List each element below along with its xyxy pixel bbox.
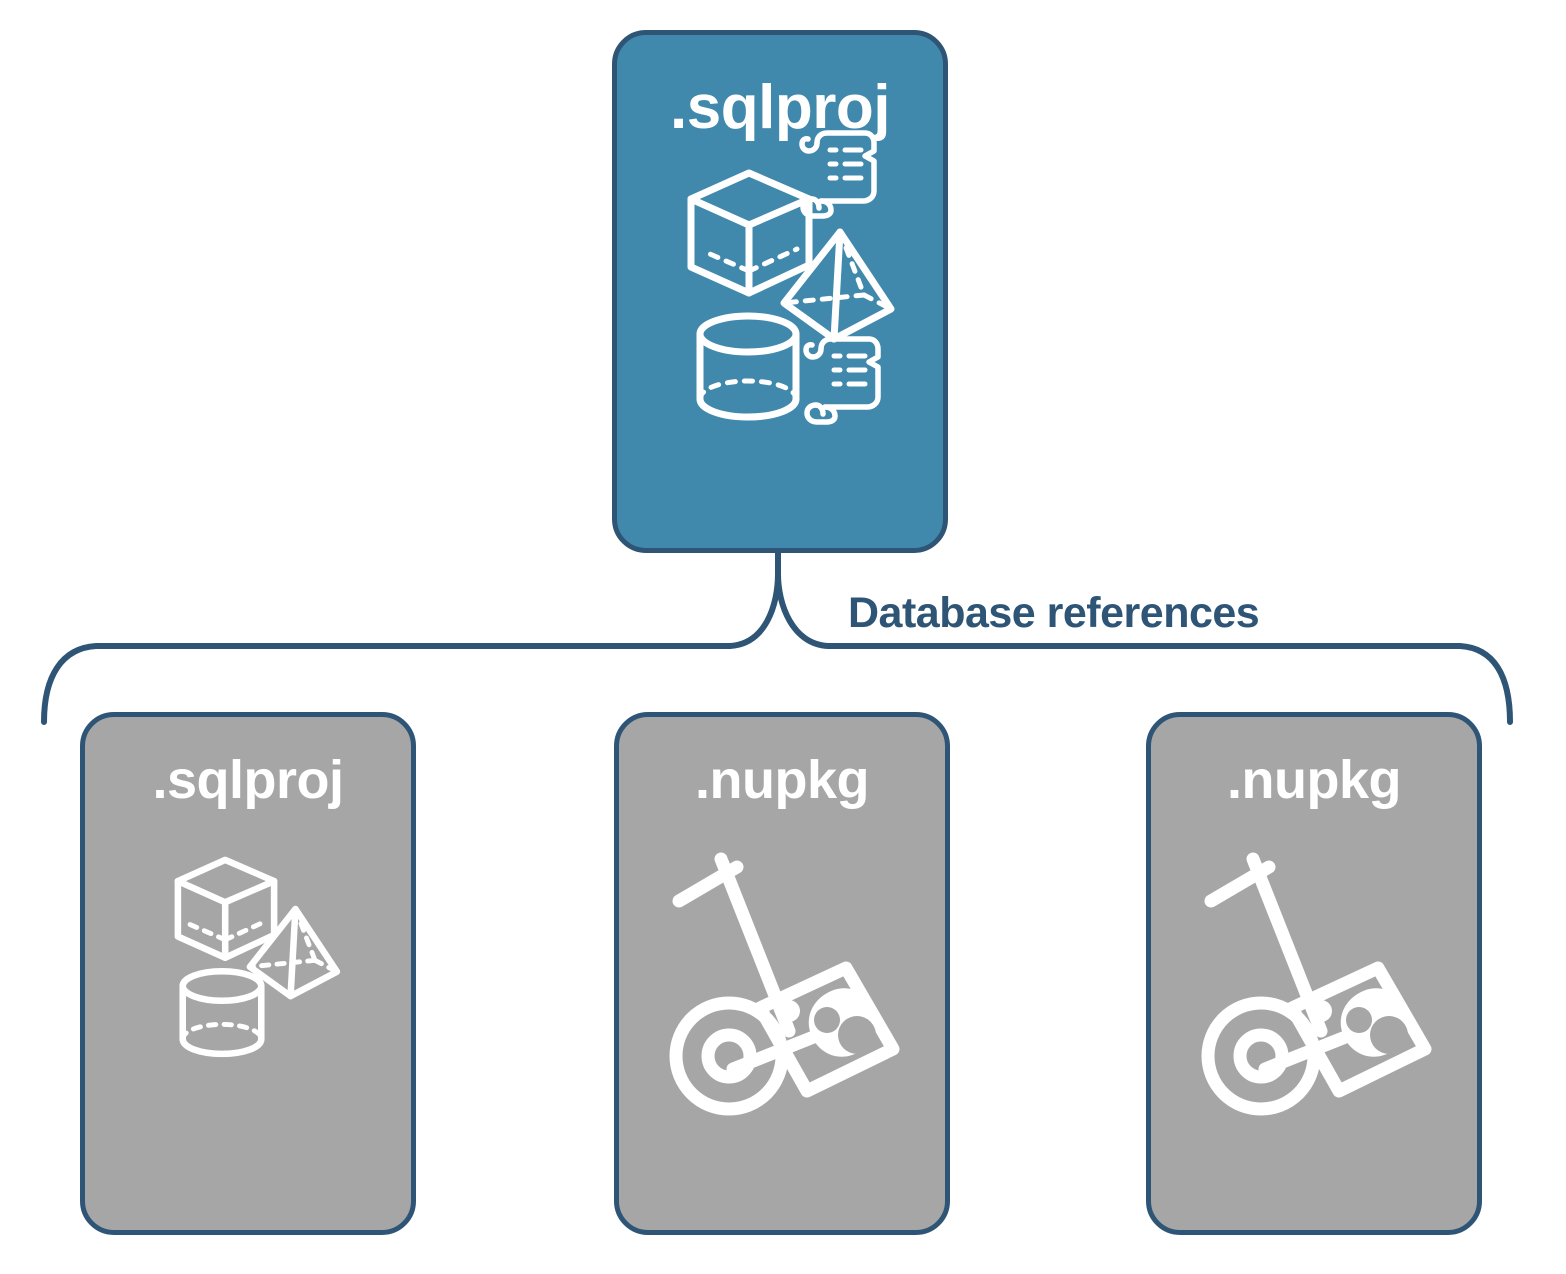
reference-card-title-3: .nupkg <box>1227 750 1401 810</box>
brace-label-database-references: Database references <box>848 589 1260 637</box>
cylinder-wireframe-icon <box>177 967 267 1059</box>
cylinder-wireframe-icon <box>693 311 803 423</box>
root-card-sqlproj[interactable]: .sqlproj <box>612 30 948 553</box>
reference-card-title-1: .sqlproj <box>152 750 344 810</box>
hand-truck-package-icon <box>661 851 911 1121</box>
reference-card-artwork-2 <box>619 807 945 1230</box>
pyramid-wireframe-icon <box>245 905 341 1001</box>
root-card-title: .sqlproj <box>670 73 890 142</box>
root-card-artwork <box>617 130 943 548</box>
hand-truck-package-icon <box>1193 851 1443 1121</box>
scroll-script-icon <box>795 129 881 219</box>
reference-card-nupkg-2[interactable]: .nupkg <box>1146 712 1482 1235</box>
cube-wireframe-icon <box>685 167 815 297</box>
reference-card-sqlproj[interactable]: .sqlproj <box>80 712 416 1235</box>
reference-card-artwork-3 <box>1151 807 1477 1230</box>
reference-card-title-2: .nupkg <box>695 750 869 810</box>
reference-card-nupkg-1[interactable]: .nupkg <box>614 712 950 1235</box>
reference-card-artwork-1 <box>85 807 411 1230</box>
scroll-script-icon <box>799 335 885 425</box>
